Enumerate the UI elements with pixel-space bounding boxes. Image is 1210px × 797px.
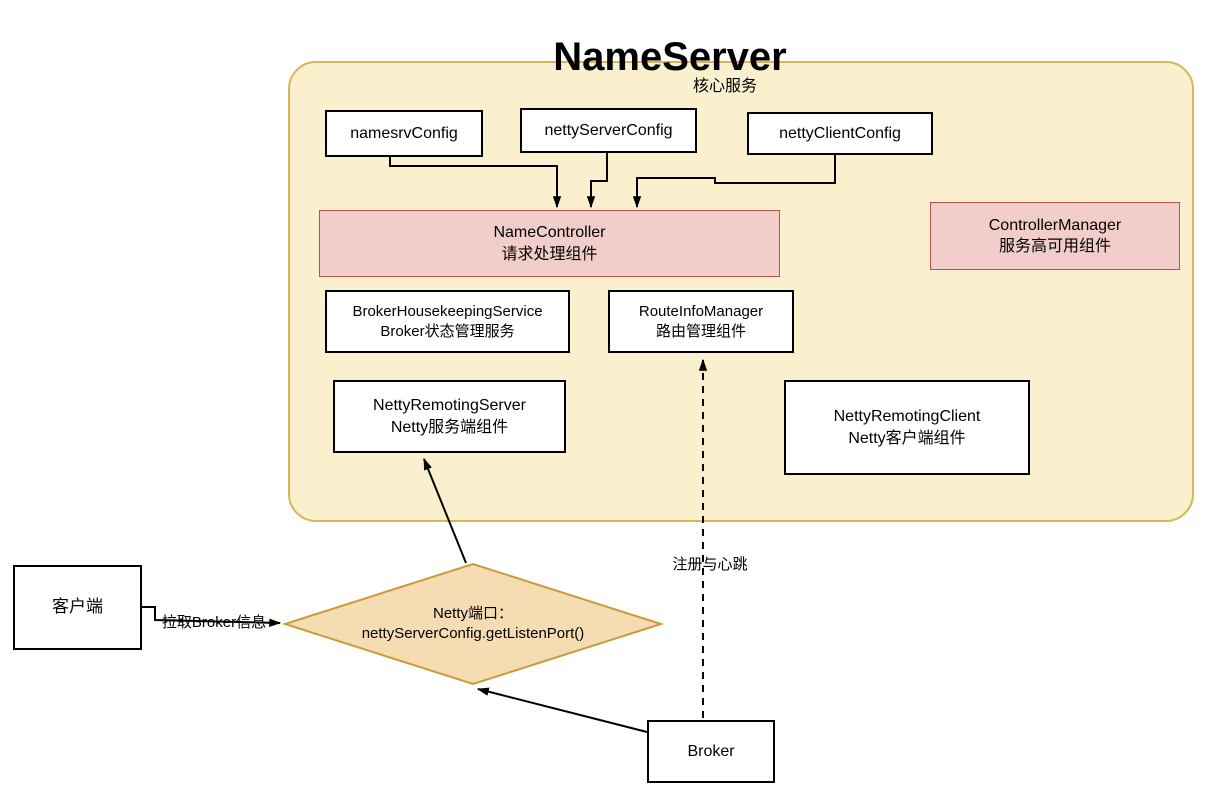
- route-info-manager-text: 路由管理组件: [655, 322, 746, 340]
- broker-text: Broker: [687, 742, 735, 760]
- controller-manager-node: ControllerManager 服务高可用组件: [930, 202, 1180, 270]
- netty-client-config-to-name-controller-edge: [632, 155, 836, 209]
- client-text: 客户端: [52, 597, 103, 617]
- route-info-manager-node: RouteInfoManager 路由管理组件: [608, 290, 794, 353]
- netty-remoting-client-text: Netty客户端组件: [848, 429, 966, 447]
- route-info-manager-text: RouteInfoManager: [638, 302, 764, 320]
- client-to-netty-port-edge: [142, 606, 282, 627]
- netty-remoting-server-text: Netty服务端组件: [390, 418, 509, 436]
- namesrv-config-node: namesrvConfig: [325, 110, 483, 157]
- name-controller-text: NameController: [493, 224, 606, 242]
- netty-client-config-text: nettyClientConfig: [779, 124, 901, 142]
- netty-remoting-server-text: NettyRemotingServer: [373, 397, 526, 415]
- name-controller-node: NameController 请求处理组件: [319, 210, 780, 277]
- controller-manager-text: 服务高可用组件: [998, 238, 1111, 255]
- diagram-title: NameServer: [553, 34, 787, 79]
- controller-manager-text: ControllerManager: [988, 216, 1122, 234]
- netty-remoting-client-text: NettyRemotingClient: [833, 408, 981, 426]
- pull-broker-info-label: 拉取Broker信息: [161, 614, 267, 631]
- broker-housekeeping-service-text: Broker状态管理服务: [380, 322, 515, 340]
- core-service-label: 核心服务: [692, 78, 757, 95]
- broker-to-netty-port-edge: [476, 687, 648, 733]
- netty-client-config-node: nettyClientConfig: [747, 112, 933, 155]
- name-controller-text: 请求处理组件: [501, 245, 598, 263]
- netty-port-text: Netty端口：: [432, 604, 513, 622]
- netty-port-to-netty-remoting-server-edge: [423, 457, 467, 564]
- netty-server-config-text: nettyServerConfig: [544, 121, 673, 139]
- register-heartbeat-label: 注册与心跳: [672, 556, 748, 573]
- namesrv-config-text: namesrvConfig: [350, 124, 458, 142]
- client-node: 客户端: [13, 565, 142, 650]
- netty-port-label: Netty端口： nettyServerConfig.getListenPort(…: [300, 600, 646, 648]
- namesrv-config-to-name-controller-edge: [389, 157, 562, 209]
- netty-port-shape: [281, 562, 665, 686]
- netty-server-config-to-name-controller-edge: [586, 153, 608, 209]
- broker-node: Broker: [647, 720, 775, 783]
- netty-port-text: nettyServerConfig.getListenPort(): [361, 625, 585, 642]
- broker-housekeeping-service-text: BrokerHousekeepingService: [352, 302, 543, 320]
- netty-server-config-node: nettyServerConfig: [520, 108, 697, 153]
